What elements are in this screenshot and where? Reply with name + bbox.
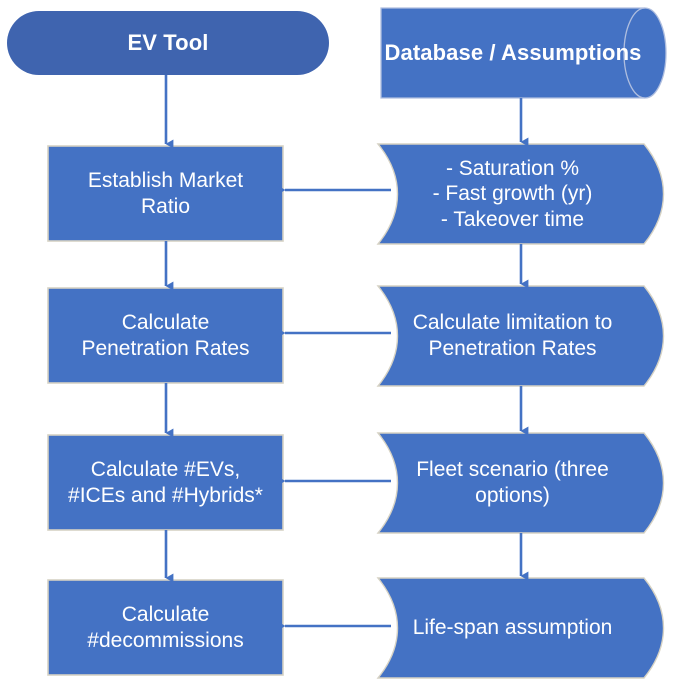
node-right-row-1-shape[interactable] xyxy=(376,285,665,387)
node-right-row-3-shape[interactable] xyxy=(376,577,665,679)
node-ev-tool-shape[interactable] xyxy=(7,11,329,75)
node-right-row-0-shape[interactable] xyxy=(376,143,665,245)
node-left-row-1-shape[interactable] xyxy=(47,287,284,384)
node-right-row-2-shape[interactable] xyxy=(376,432,665,534)
node-left-row-2-shape[interactable] xyxy=(47,434,284,531)
node-left-row-0-shape[interactable] xyxy=(47,145,284,242)
node-left-row-3-shape[interactable] xyxy=(47,579,284,676)
node-database-shape[interactable] xyxy=(380,7,667,99)
cylinder-cap-arc xyxy=(623,7,646,99)
